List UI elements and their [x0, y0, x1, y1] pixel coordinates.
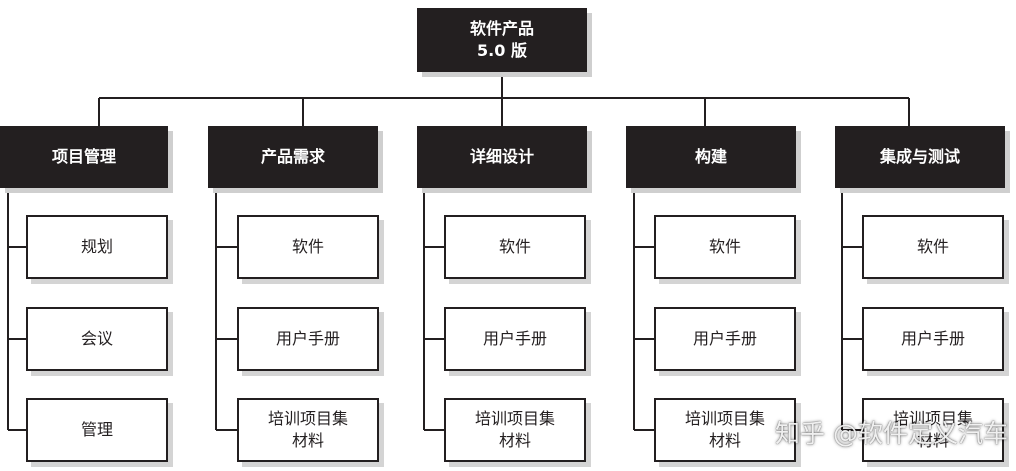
item-label: 培训项目集 材料 — [267, 409, 348, 450]
column-header-integration-test: 集成与测试 — [835, 126, 1005, 188]
item-box: 培训项目集 材料 — [237, 398, 379, 462]
item-label: 规划 — [80, 237, 113, 257]
item-label: 用户手册 — [692, 329, 757, 349]
item-box: 用户手册 — [654, 307, 796, 371]
item-label: 培训项目集 材料 — [684, 409, 765, 450]
item-box: 培训项目集 材料 — [862, 398, 1004, 462]
item-box: 用户手册 — [862, 307, 1004, 371]
column-title: 集成与测试 — [879, 147, 960, 167]
item-label: 软件 — [291, 237, 324, 257]
item-box: 用户手册 — [237, 307, 379, 371]
item-box: 软件 — [237, 215, 379, 279]
column-header-project-management: 项目管理 — [0, 126, 168, 188]
item-box: 用户手册 — [444, 307, 586, 371]
item-label: 用户手册 — [900, 329, 965, 349]
item-label: 软件 — [916, 237, 949, 257]
item-label: 软件 — [708, 237, 741, 257]
watermark: 知乎 @软件定义汽车 — [775, 419, 1008, 448]
item-label: 管理 — [80, 420, 113, 440]
item-box: 管理 — [26, 398, 168, 462]
item-box: 规划 — [26, 215, 168, 279]
item-box: 软件 — [862, 215, 1004, 279]
item-label: 培训项目集 材料 — [892, 409, 973, 450]
item-label: 软件 — [498, 237, 531, 257]
item-label: 用户手册 — [482, 329, 547, 349]
column-header-build: 构建 — [626, 126, 796, 188]
item-label: 培训项目集 材料 — [474, 409, 555, 450]
item-box: 会议 — [26, 307, 168, 371]
column-header-detailed-design: 详细设计 — [417, 126, 587, 188]
item-box: 软件 — [444, 215, 586, 279]
root-version: 5.0 版 — [477, 41, 527, 60]
item-box: 培训项目集 材料 — [654, 398, 796, 462]
column-title: 构建 — [694, 147, 727, 167]
column-title: 项目管理 — [51, 147, 116, 167]
column-title: 详细设计 — [469, 147, 534, 167]
column-title: 产品需求 — [260, 147, 325, 167]
item-label: 会议 — [80, 329, 113, 349]
item-box: 软件 — [654, 215, 796, 279]
item-box: 培训项目集 材料 — [444, 398, 586, 462]
root-node: 软件产品 5.0 版 — [417, 8, 587, 72]
column-header-product-requirements: 产品需求 — [208, 126, 378, 188]
root-title: 软件产品 — [469, 19, 534, 39]
item-label: 用户手册 — [275, 329, 340, 349]
